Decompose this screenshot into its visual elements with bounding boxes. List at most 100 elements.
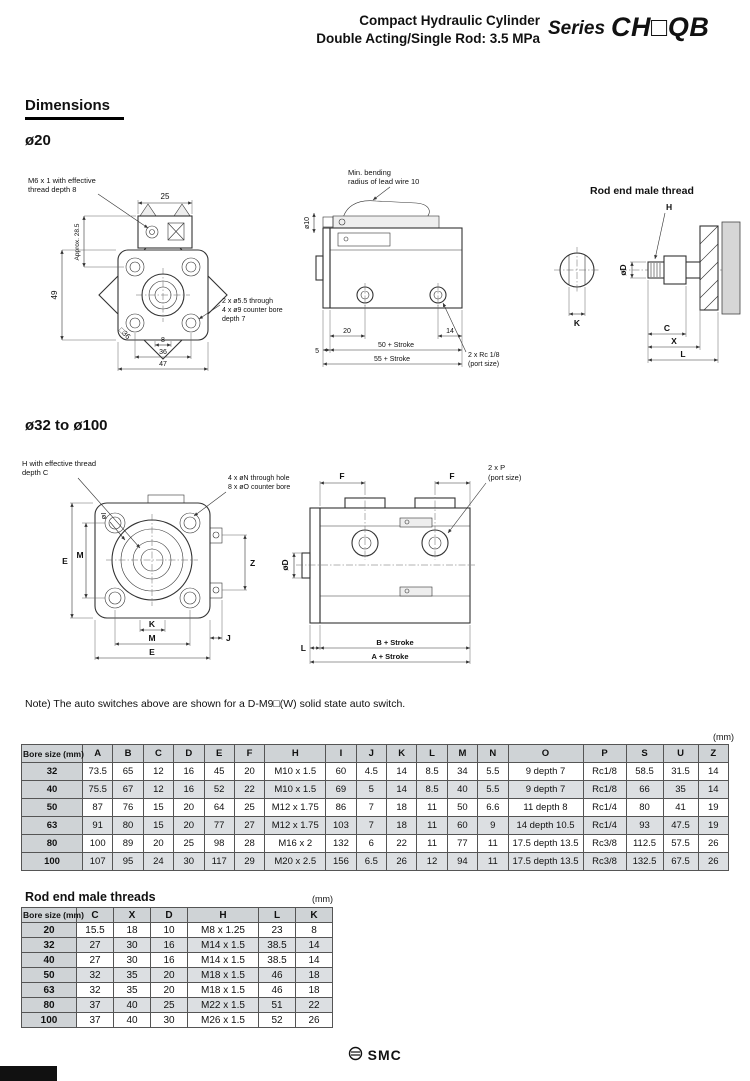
dimension-cell: 19: [697, 816, 729, 835]
dimension-cell: 29: [233, 852, 266, 871]
column-header: O: [507, 744, 584, 763]
bore-size-cell: 32: [21, 762, 83, 781]
dimension-cell: 12: [416, 852, 448, 871]
column-header: K: [385, 744, 418, 763]
bore-size-cell: 100: [21, 1012, 77, 1028]
dim-label-47: 47: [159, 361, 167, 368]
dimension-cell: 5.5: [477, 780, 509, 799]
dimension-cell: 7: [355, 798, 388, 817]
svg-text:(port size): (port size): [488, 473, 522, 482]
column-header: J: [355, 744, 388, 763]
dimension-cell: 45: [203, 762, 235, 781]
note-text: Note) The auto switches above are shown …: [25, 698, 406, 710]
dimension-cell: 16: [173, 762, 205, 781]
dimension-cell: 27: [76, 937, 114, 953]
dimension-cell: 18: [385, 816, 418, 835]
dimension-cell: 17.5 depth 13.5: [507, 852, 584, 871]
dimension-cell: 11: [477, 852, 509, 871]
dim-label-d: øD: [618, 264, 628, 275]
mounting-plate: [699, 225, 719, 311]
dia-i-label: øI: [99, 513, 108, 520]
dimension-cell: 5: [355, 780, 388, 799]
dim-label-k: K: [574, 318, 581, 328]
dimension-cell: 32: [76, 967, 114, 983]
bore20-heading: ø20: [25, 132, 51, 149]
dimension-cell: 51: [258, 997, 296, 1013]
dim-label-m-bottom: M: [148, 633, 155, 643]
dimension-cell: 18: [295, 967, 333, 983]
bore-size-cell: 50: [21, 798, 83, 817]
dim-label-a-stroke: A + Stroke: [371, 652, 408, 661]
dimension-cell: 50: [446, 798, 479, 817]
dimension-cell: 26: [295, 1012, 333, 1028]
rod-end-title: Rod end male thread: [590, 185, 694, 197]
dimension-cell: 37: [76, 1012, 114, 1028]
rod-table-title: Rod end male threads: [25, 890, 156, 904]
counter-bore-hole: [181, 257, 201, 277]
dimension-cell: 40: [113, 997, 151, 1013]
column-header: D: [150, 907, 188, 923]
dimension-cell: 25: [173, 834, 205, 853]
d32-side-view: F F 2 x P (port size) øD L B + Stroke A …: [280, 463, 522, 664]
dimension-cell: 9: [477, 816, 509, 835]
svg-text:8 x øO counter bore: 8 x øO counter bore: [228, 484, 290, 491]
column-header: M: [446, 744, 479, 763]
doc-title-line1: Compact Hydraulic Cylinder: [359, 13, 540, 28]
dimension-cell: 28: [233, 834, 266, 853]
bore-size-cell: 20: [21, 922, 77, 938]
dimension-cell: 117: [203, 852, 235, 871]
dimension-cell: 30: [173, 852, 205, 871]
counter-bore-hole: [179, 512, 201, 534]
dimension-cell: M10 x 1.5: [264, 762, 327, 781]
column-header: D: [173, 744, 205, 763]
dimension-cell: 22: [385, 834, 418, 853]
dimension-cell: 132.5: [625, 852, 664, 871]
dim-label-h: H: [666, 202, 672, 212]
dim-label-z: Z: [250, 558, 255, 568]
cap-screw: [145, 225, 159, 239]
dim-label-25: 25: [161, 192, 170, 201]
m6-thread-label: M6 x 1 with effective: [28, 176, 96, 185]
dimension-cell: 76: [112, 798, 144, 817]
lead-wire: [341, 200, 430, 224]
dim-label-b-stroke: B + Stroke: [376, 638, 413, 647]
dimension-cell: 89: [112, 834, 144, 853]
dimension-cell: 60: [446, 816, 479, 835]
dim-label-f2: F: [449, 471, 454, 481]
column-header: U: [662, 744, 699, 763]
dim-label-j: J: [226, 633, 231, 643]
dimension-cell: 9 depth 7: [507, 780, 584, 799]
column-header: X: [113, 907, 151, 923]
dimension-cell: 27: [233, 816, 266, 835]
top-tab: [147, 494, 185, 504]
dimension-cell: 80: [112, 816, 144, 835]
cylinder-body: [319, 507, 471, 624]
dimension-cell: 16: [150, 937, 188, 953]
dimension-cell: 31.5: [662, 762, 699, 781]
dimension-cell: 24: [142, 852, 175, 871]
dimension-cell: 11: [477, 834, 509, 853]
dim-label-x: X: [671, 336, 677, 346]
dimension-cell: 32: [76, 982, 114, 998]
dimension-cell: 18: [295, 982, 333, 998]
main-table-unit: (mm): [713, 732, 734, 742]
d32-front-view: H with effective thread depth C øI 4 x ø…: [22, 459, 290, 660]
dimension-cell: 8.5: [416, 762, 448, 781]
bore-size-cell: 100: [21, 852, 83, 871]
dimension-cell: 14: [385, 780, 418, 799]
column-header: Bore size (mm): [21, 744, 84, 763]
dimension-cell: 7: [355, 816, 388, 835]
column-header: L: [416, 744, 448, 763]
dimension-cell: 93: [625, 816, 664, 835]
d32-drawings: H with effective thread depth C øI 4 x ø…: [22, 459, 522, 664]
cylinder-body: [329, 227, 463, 309]
bend-radius-label: Min. bending: [348, 168, 391, 177]
body-section: [721, 221, 741, 315]
